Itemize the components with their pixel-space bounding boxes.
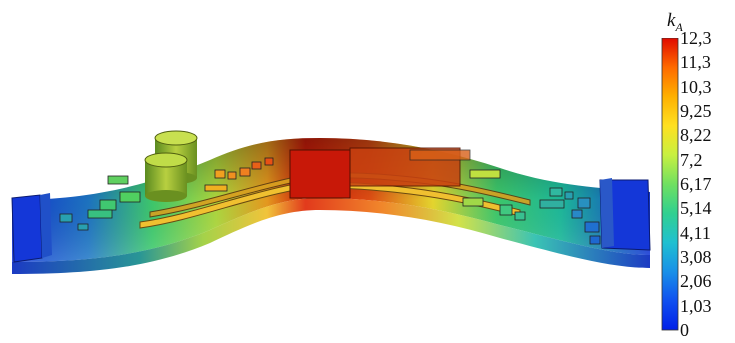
right-connector	[599, 178, 651, 251]
colorbar-tick-label: 10,3	[680, 76, 712, 97]
legend-title: kA	[667, 10, 683, 34]
colorbar-svg	[661, 37, 679, 331]
color-legend: 12,3 11,3 10,3 9,25 8,22 7,2 6,17 5,14 4,11 3,08 2…	[660, 29, 730, 340]
colorbar-tick-label: 6,17	[680, 174, 712, 194]
colorbar-tick-label: 1,03	[680, 295, 712, 316]
colorbar-tick-label: 5,14	[680, 198, 712, 219]
colorbar-tick-label: 2,06	[680, 271, 712, 292]
colorbar-tick-label: 12,3	[680, 28, 712, 48]
front-cylinder-component	[144, 152, 188, 202]
left-connector	[11, 193, 52, 263]
colorbar	[661, 37, 679, 331]
central-block	[289, 149, 351, 199]
colorbar-tick-label: 4,11	[680, 222, 711, 243]
colorbar-tick-label: 0	[680, 320, 689, 340]
colorbar-tick-label: 11,3	[680, 52, 711, 73]
colorbar-tick-label: 8,22	[680, 125, 712, 146]
board-shading	[12, 138, 650, 262]
colorbar-tick-label: 7,2	[680, 149, 703, 170]
colorbar-tick-label: 3,08	[680, 247, 712, 267]
small-components	[59, 149, 601, 245]
colorbar-tick-label: 9,25	[680, 101, 712, 121]
board-front-edge	[12, 198, 650, 274]
